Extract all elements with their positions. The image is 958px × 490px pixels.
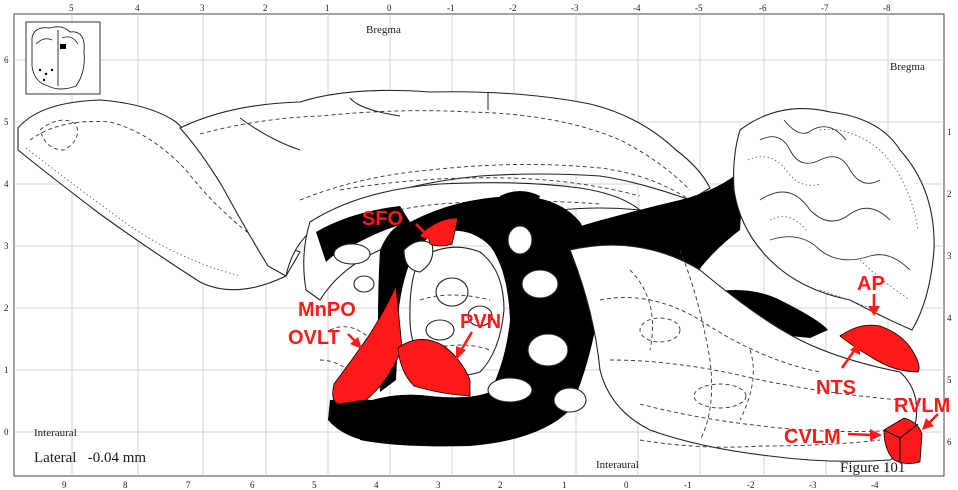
coronal-inset-thumbnail — [26, 22, 100, 94]
cvlm-label: CVLM — [784, 426, 841, 448]
bottom-tick: 3 — [436, 480, 441, 490]
bottom-tick: 7 — [186, 480, 191, 490]
right-tick: 1 — [947, 127, 952, 137]
top-tick: 3 — [200, 3, 205, 13]
right-tick: 4 — [947, 313, 952, 323]
pvn-label: PVN — [460, 311, 501, 333]
top-tick: 2 — [263, 3, 268, 13]
top-tick: -7 — [821, 3, 829, 13]
bottom-tick: 4 — [374, 480, 379, 490]
figure-label: Figure 101 — [840, 460, 905, 476]
bottom-tick: 2 — [498, 480, 503, 490]
bottom-tick: 6 — [250, 480, 255, 490]
bregma-top-label: Bregma — [366, 24, 401, 36]
top-tick: 5 — [69, 3, 74, 13]
top-tick: 4 — [135, 3, 140, 13]
top-tick: -3 — [571, 3, 579, 13]
top-tick: -6 — [759, 3, 767, 13]
interaural-bottom-label: Interaural — [596, 459, 639, 471]
bottom-tick: -4 — [871, 480, 879, 490]
bottom-tick: 9 — [62, 480, 67, 490]
bottom-axis-ticks: 9 8 7 6 5 4 3 2 1 0 -1 -2 -3 -4 — [62, 480, 879, 490]
top-tick: -2 — [509, 3, 517, 13]
bottom-tick: 1 — [562, 480, 567, 490]
bottom-tick: 8 — [123, 480, 128, 490]
top-tick: 0 — [387, 3, 392, 13]
right-tick: 3 — [947, 251, 952, 261]
bottom-tick: -2 — [747, 480, 755, 490]
left-tick: 4 — [4, 179, 9, 189]
left-axis-ticks: 6 5 4 3 2 1 0 — [4, 55, 9, 437]
top-axis-ticks: 5 4 3 2 1 0 -1 -2 -3 -4 -5 -6 -7 -8 — [69, 3, 891, 13]
lateral-label: Lateral -0.04 mm — [34, 450, 146, 466]
top-tick: 1 — [325, 3, 330, 13]
bottom-tick: -3 — [809, 480, 817, 490]
mnpo-label: MnPO — [298, 299, 356, 321]
bottom-tick: 5 — [312, 480, 317, 490]
nts-label: NTS — [816, 377, 856, 399]
top-tick: -1 — [447, 3, 455, 13]
cvlm-arrow — [848, 434, 872, 435]
sfo-label: SFO — [362, 208, 403, 230]
left-tick: 2 — [4, 303, 9, 313]
left-tick: 6 — [4, 55, 9, 65]
bottom-tick: 0 — [624, 480, 629, 490]
left-tick: 5 — [4, 117, 9, 127]
ovlt-label: OVLT — [288, 327, 340, 349]
left-tick: 3 — [4, 241, 9, 251]
right-tick: 5 — [947, 375, 952, 385]
rvlm-label: RVLM — [894, 395, 950, 417]
left-tick: 1 — [4, 365, 9, 375]
bottom-tick: -1 — [684, 480, 692, 490]
left-tick: 0 — [4, 427, 9, 437]
right-tick: 6 — [947, 437, 952, 447]
bregma-right-label: Bregma — [890, 61, 925, 73]
top-tick: -8 — [883, 3, 891, 13]
top-tick: -5 — [695, 3, 703, 13]
top-tick: -4 — [633, 3, 641, 13]
interaural-left-label: Interaural — [34, 427, 77, 439]
right-tick: 2 — [947, 189, 952, 199]
ap-label: AP — [857, 273, 885, 295]
